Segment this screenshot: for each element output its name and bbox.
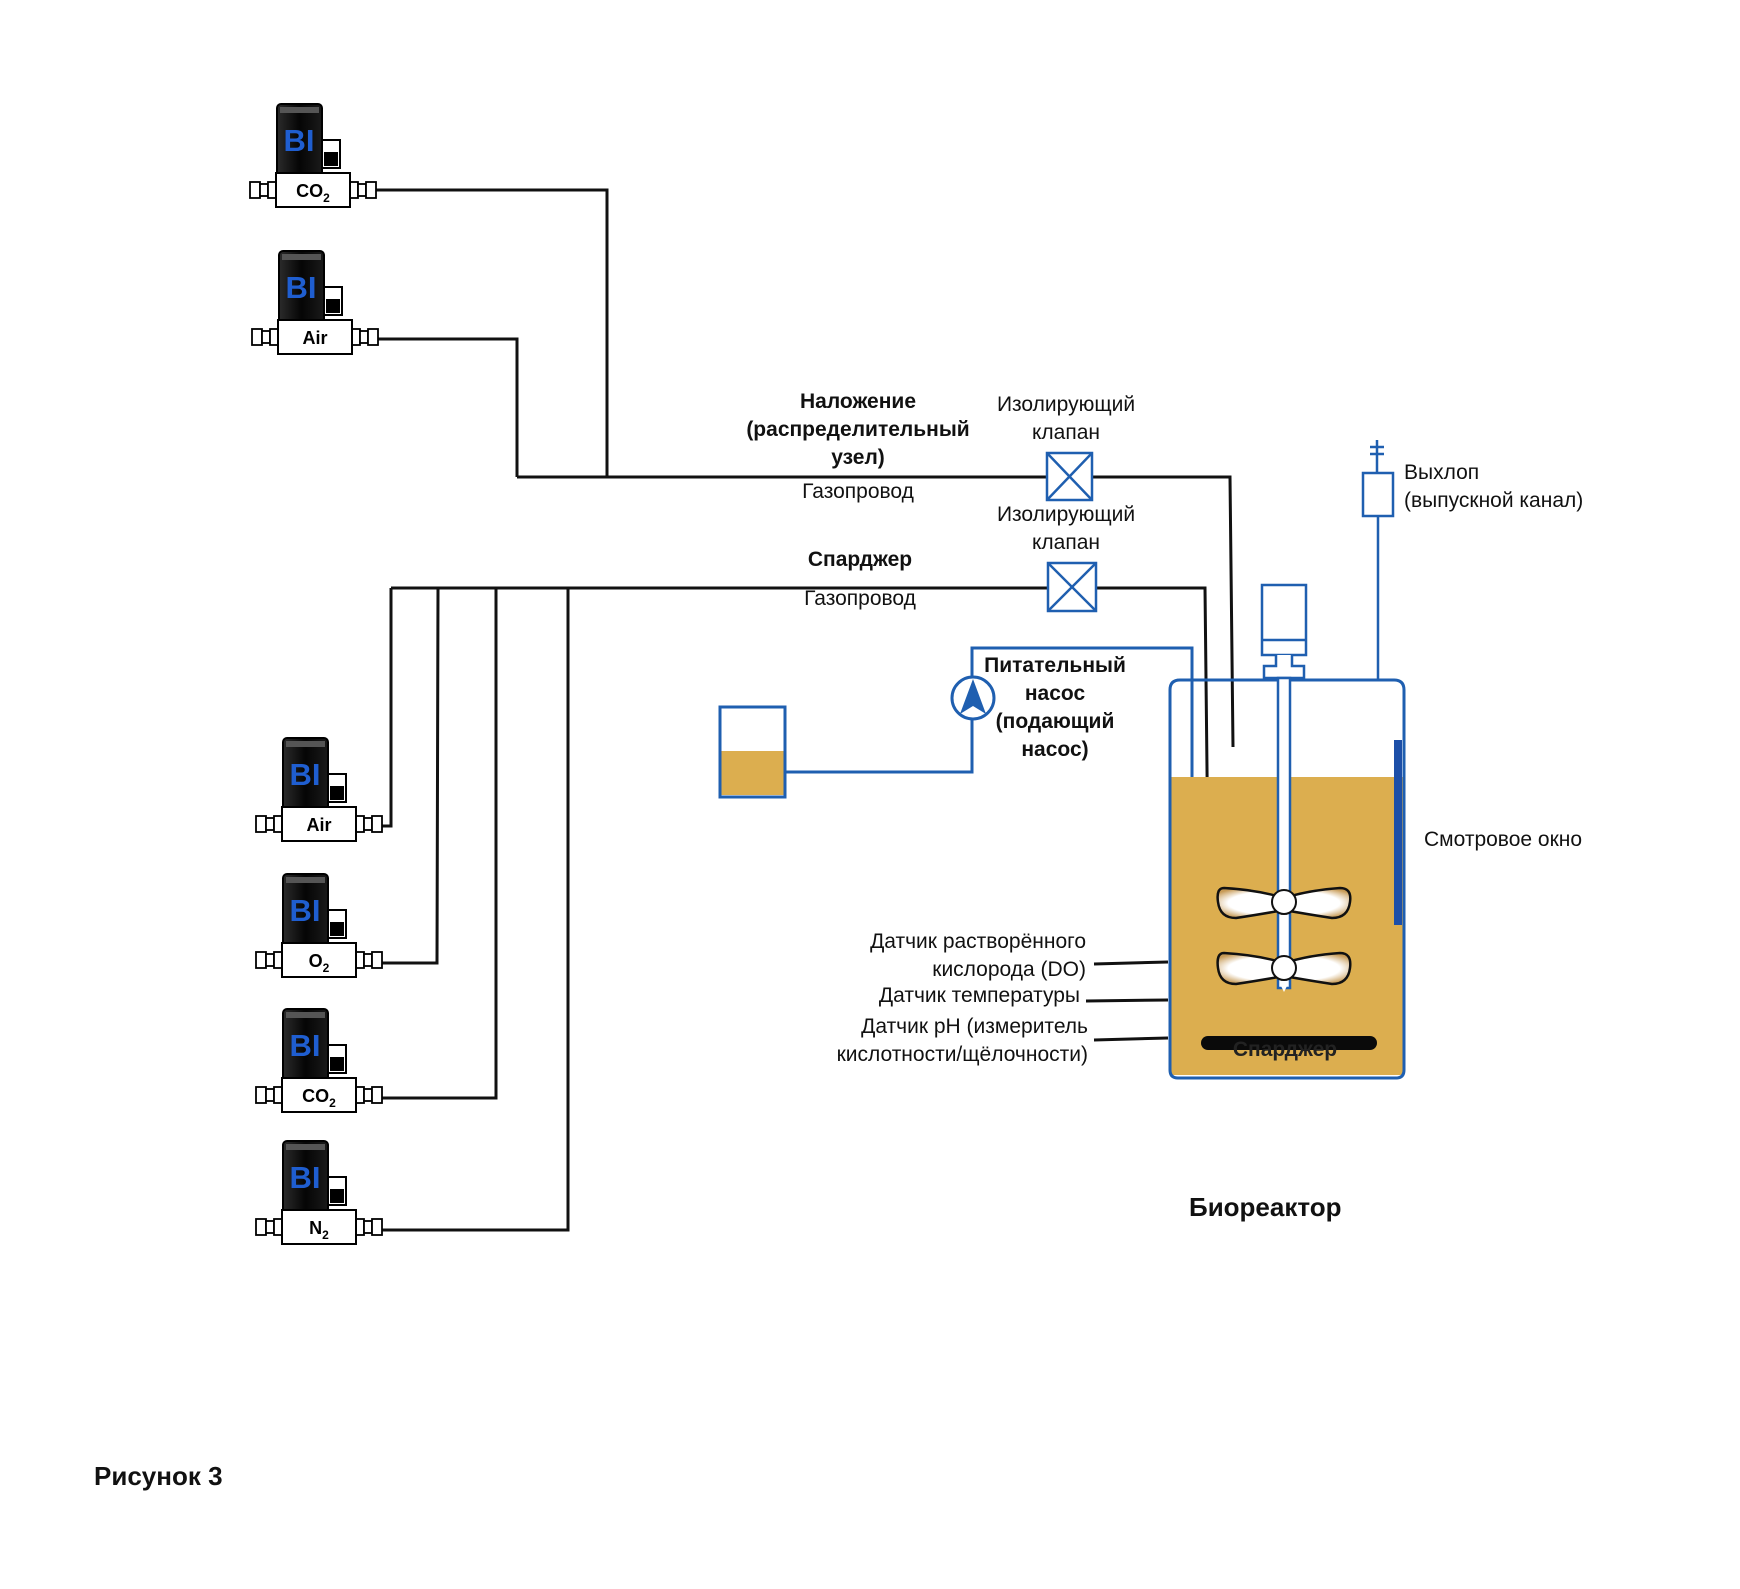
feed-pump-line1: Питательный bbox=[984, 654, 1126, 677]
figure-caption: Рисунок 3 bbox=[94, 1461, 223, 1491]
feed-pump-label: Питательный насос (подающий насос) bbox=[970, 652, 1140, 764]
isolating-valve-top-line2: клапан bbox=[1031, 421, 1100, 444]
isolating-valve-overlay[interactable] bbox=[1045, 451, 1094, 502]
pipe-bottom-n2 bbox=[379, 588, 570, 1232]
ph-sensor-line2: кислотности/щёлочности) bbox=[836, 1043, 1088, 1066]
mfc-gas-label: Air bbox=[302, 328, 327, 348]
agitator-motor bbox=[1260, 583, 1308, 657]
temperature-sensor-label: Датчик температуры bbox=[878, 984, 1080, 1007]
pipe-bottom-co2 bbox=[379, 588, 498, 1100]
lead-do-sensor bbox=[1093, 960, 1169, 966]
feed-line bbox=[786, 646, 1194, 800]
exhaust-line2: (выпускной канал) bbox=[1404, 489, 1584, 512]
lead-ph-sensor bbox=[1093, 1036, 1169, 1042]
sparger-line-title: Спарджер bbox=[807, 548, 913, 571]
feed-reservoir bbox=[718, 705, 787, 799]
overlay-title-line2: (распределительный bbox=[746, 418, 970, 441]
sparger-label: Спарджер bbox=[1232, 1038, 1338, 1061]
exhaust-label: Выхлоп (выпускной канал) bbox=[1404, 459, 1583, 515]
mfc-brand-logo: BI bbox=[286, 270, 317, 305]
impeller-upper bbox=[1216, 886, 1352, 920]
mfc-brand-logo: BI bbox=[290, 1028, 321, 1063]
reactor-vessel bbox=[1168, 678, 1406, 1080]
isolating-valve-bottom-line1: Изолирующий bbox=[996, 503, 1136, 526]
impeller-lower bbox=[1216, 951, 1352, 992]
overlay-title: Наложение (распределительный узел) bbox=[730, 388, 986, 472]
overlay-subtitle: Газопровод bbox=[802, 480, 914, 503]
mfc-bottom-0: BI Air bbox=[255, 737, 383, 842]
gas-piping bbox=[376, 188, 1235, 1232]
agitator-shaft bbox=[1276, 676, 1292, 990]
mfc-gas-label: Air bbox=[306, 815, 331, 835]
sparger-line-subtitle: Газопровод bbox=[804, 587, 916, 610]
mfc-top-1: BI Air bbox=[251, 250, 379, 355]
mfc-brand-logo: BI bbox=[284, 123, 315, 158]
lead-temperature-sensor bbox=[1085, 998, 1169, 1003]
feed-pump-line4: насос) bbox=[1021, 738, 1089, 761]
pipe-overlay-to-reactor bbox=[1092, 475, 1235, 748]
pipe-bottom-o2 bbox=[379, 587, 440, 965]
sparger-bar bbox=[1201, 1036, 1377, 1050]
sight-window bbox=[1394, 740, 1402, 925]
isolating-valve-bottom-label: Изолирующий клапан bbox=[978, 501, 1154, 557]
exhaust-line1: Выхлоп bbox=[1404, 461, 1480, 484]
do-sensor-line1: Датчик растворённого bbox=[870, 930, 1086, 953]
isolating-valve-top-line1: Изолирующий bbox=[996, 393, 1136, 416]
feed-pump-icon[interactable] bbox=[950, 675, 996, 721]
do-sensor-label: Датчик растворённого кислорода (DO) bbox=[780, 928, 1086, 984]
mfc-brand-logo: BI bbox=[290, 757, 321, 792]
ph-sensor-label: Датчик pH (измеритель кислотности/щёлочн… bbox=[780, 1013, 1088, 1069]
overlay-title-line3: узел) bbox=[831, 446, 885, 469]
pipe-top-air bbox=[376, 337, 519, 477]
mfc-brand-logo: BI bbox=[290, 893, 321, 928]
bioreactor-label: Биореактор bbox=[1189, 1192, 1342, 1222]
sight-window-label: Смотровое окно bbox=[1424, 828, 1583, 851]
ph-sensor-line1: Датчик pH (измеритель bbox=[861, 1015, 1088, 1038]
exhaust-filter bbox=[1361, 471, 1395, 518]
pipe-top-co2 bbox=[376, 188, 609, 477]
mfc-brand-logo: BI bbox=[290, 1160, 321, 1195]
pipe-bottom-air bbox=[379, 588, 393, 828]
exhaust-assembly bbox=[1361, 440, 1395, 680]
feed-pump-line2: насос bbox=[1024, 682, 1086, 705]
bioreactor bbox=[1168, 583, 1406, 1080]
isolating-valve-sparger[interactable] bbox=[1046, 561, 1098, 613]
overlay-title-line1: Наложение bbox=[799, 390, 917, 413]
isolating-valve-top-label: Изолирующий клапан bbox=[978, 391, 1154, 447]
isolating-valve-bottom-line2: клапан bbox=[1031, 531, 1100, 554]
do-sensor-line2: кислорода (DO) bbox=[932, 958, 1086, 981]
feed-pump-line3: (подающий bbox=[995, 710, 1115, 733]
